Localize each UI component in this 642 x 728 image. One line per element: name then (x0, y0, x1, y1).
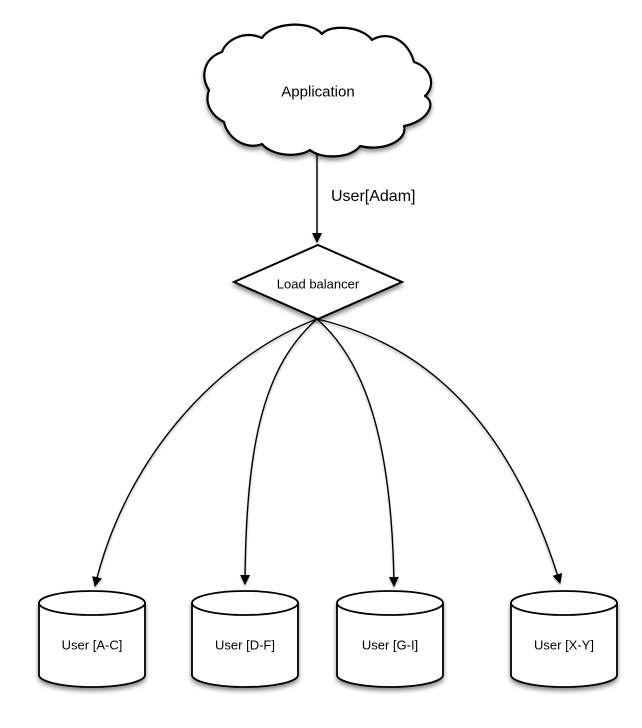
shard-label-2: User [D-F] (215, 637, 275, 653)
edge-layer (92, 150, 563, 587)
application-label: Application (281, 83, 355, 101)
lb-to-shard-arrow-1 (92, 318, 318, 587)
shard-cylinder-3 (336, 590, 444, 688)
load-balancer-node (231, 243, 405, 321)
lb-to-shard-arrow-2 (240, 318, 318, 585)
app-to-lb-arrow-label: User[Adam] (331, 188, 416, 205)
application-cloud-shape (203, 23, 433, 158)
lb-to-shard-arrow-3 (316, 318, 399, 587)
shard-cylinder-2 (191, 590, 299, 688)
shard-cylinder-4 (510, 590, 618, 688)
shard-cylinder-1 (38, 590, 146, 688)
shard-label-3: User [G-I] (361, 637, 419, 653)
shard-layer (38, 590, 618, 688)
shard-label-1: User [A-C] (61, 637, 123, 653)
load-balancer-label: Load balancer (276, 276, 360, 292)
shard-label-4: User [X-Y] (534, 637, 594, 653)
lb-to-shard-arrow-4 (316, 318, 563, 584)
application-node (203, 23, 433, 158)
load-balancer-diamond-shape (231, 243, 405, 321)
